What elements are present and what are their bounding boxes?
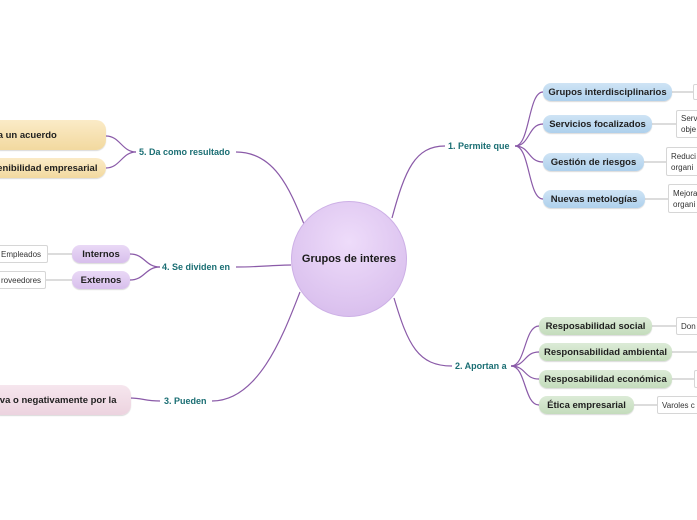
connector-dividen-1 <box>129 253 161 268</box>
leaf-text-line: obje <box>681 125 697 134</box>
leaf-proveedores[interactable]: roveedores <box>0 271 46 289</box>
leaf-text-line: organi <box>673 199 696 209</box>
topic-servicios-focalizados[interactable]: Servicios focalizados <box>543 115 652 133</box>
topic-pueden-afectar[interactable]: tiva o negativamente por la <box>0 385 131 415</box>
leaf-text-line: Serv <box>681 114 697 123</box>
topic-acuerdo[interactable]: ra un acuerdo <box>0 120 106 150</box>
connector-aportan-3 <box>510 365 540 380</box>
connector-resultado-2 <box>105 151 137 169</box>
topic-responsabilidad-social[interactable]: Resposabilidad social <box>539 317 652 335</box>
topic-grupos-interdisciplinarios[interactable]: Grupos interdisciplinarios <box>543 83 672 101</box>
branch-label-aportan[interactable]: 2. Aportan a <box>455 361 507 371</box>
topic-responsabilidad-ambiental[interactable]: Responsabilidad ambiental <box>539 343 672 361</box>
central-topic[interactable]: Grupos de interes <box>291 201 407 317</box>
leaf-servicios-focalizados[interactable]: Serv obje <box>676 110 697 138</box>
leaf-text-line: Mejora <box>673 188 697 198</box>
topic-externos[interactable]: Externos <box>72 271 130 289</box>
connector-resultado-1 <box>105 135 137 153</box>
leaf-empleados[interactable]: Empleados <box>0 245 48 263</box>
leaf-grupos-interdisciplinarios[interactable] <box>693 84 697 100</box>
topic-nuevas-metologias[interactable]: Nuevas metologías <box>543 190 645 208</box>
leaf-text-line: Reduci <box>671 151 696 161</box>
branch-label-pueden[interactable]: 3. Pueden <box>164 396 207 406</box>
branch-label-resultado[interactable]: 5. Da como resultado <box>139 147 231 157</box>
topic-sostenibilidad-empresarial[interactable]: tenibilidad empresarial <box>0 158 106 178</box>
leaf-text-line: organi <box>671 162 694 172</box>
connector-central-pueden <box>211 291 301 402</box>
leaf-etica-empresarial[interactable]: Varoles c <box>657 396 697 414</box>
topic-internos[interactable]: Internos <box>72 245 130 263</box>
connector-central-permite <box>391 145 446 219</box>
connector-central-resultado <box>235 151 305 225</box>
connector-aportan-2 <box>510 351 540 367</box>
connector-dividen-2 <box>129 266 161 281</box>
leaf-nuevas-metologias[interactable]: Mejora organi <box>668 184 697 213</box>
connector-aportan-4 <box>510 365 540 406</box>
leaf-responsabilidad-economica[interactable] <box>694 370 697 388</box>
leaf-gestion-riesgos[interactable]: Reduci organi <box>666 147 697 176</box>
topic-gestion-riesgos[interactable]: Gestión de riesgos <box>543 153 644 171</box>
connector-permite-4 <box>514 145 544 200</box>
connector-central-aportan <box>393 297 453 367</box>
topic-etica-empresarial[interactable]: Ética empresarial <box>539 396 634 414</box>
leaf-responsabilidad-social[interactable]: Don <box>676 317 697 335</box>
branch-label-permite[interactable]: 1. Permite que <box>448 141 510 151</box>
connector-permite-2 <box>514 123 544 147</box>
branch-label-dividen[interactable]: 4. Se dividen en <box>162 262 231 272</box>
connector-permite-1 <box>514 91 544 147</box>
connector-aportan-1 <box>510 325 540 367</box>
topic-responsabilidad-economica[interactable]: Resposabilidad económica <box>539 370 672 388</box>
connector-central-dividen <box>235 264 292 268</box>
connector-pueden-1 <box>129 397 161 402</box>
